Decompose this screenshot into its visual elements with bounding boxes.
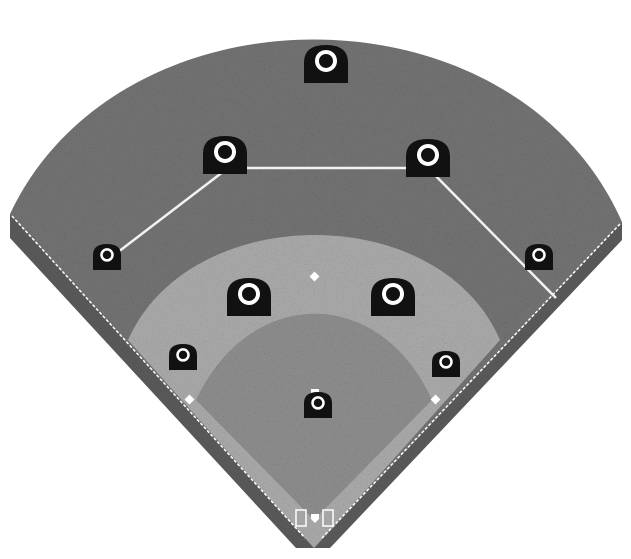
left-fielder-marker — [93, 244, 121, 270]
pitcher-marker — [304, 392, 332, 418]
deep-center-fielder-marker — [304, 45, 348, 83]
player-marker-body — [169, 344, 197, 370]
right-fielder-marker — [525, 244, 553, 270]
first-baseman-marker — [432, 351, 460, 377]
right-center-fielder-marker — [406, 139, 450, 177]
third-baseman-marker — [169, 344, 197, 370]
player-marker-body — [432, 351, 460, 377]
player-marker-body — [525, 244, 553, 270]
player-marker-body — [93, 244, 121, 270]
shortstop-marker — [227, 278, 271, 316]
left-center-fielder-marker — [203, 136, 247, 174]
second-baseman-marker — [371, 278, 415, 316]
player-marker-body — [304, 392, 332, 418]
